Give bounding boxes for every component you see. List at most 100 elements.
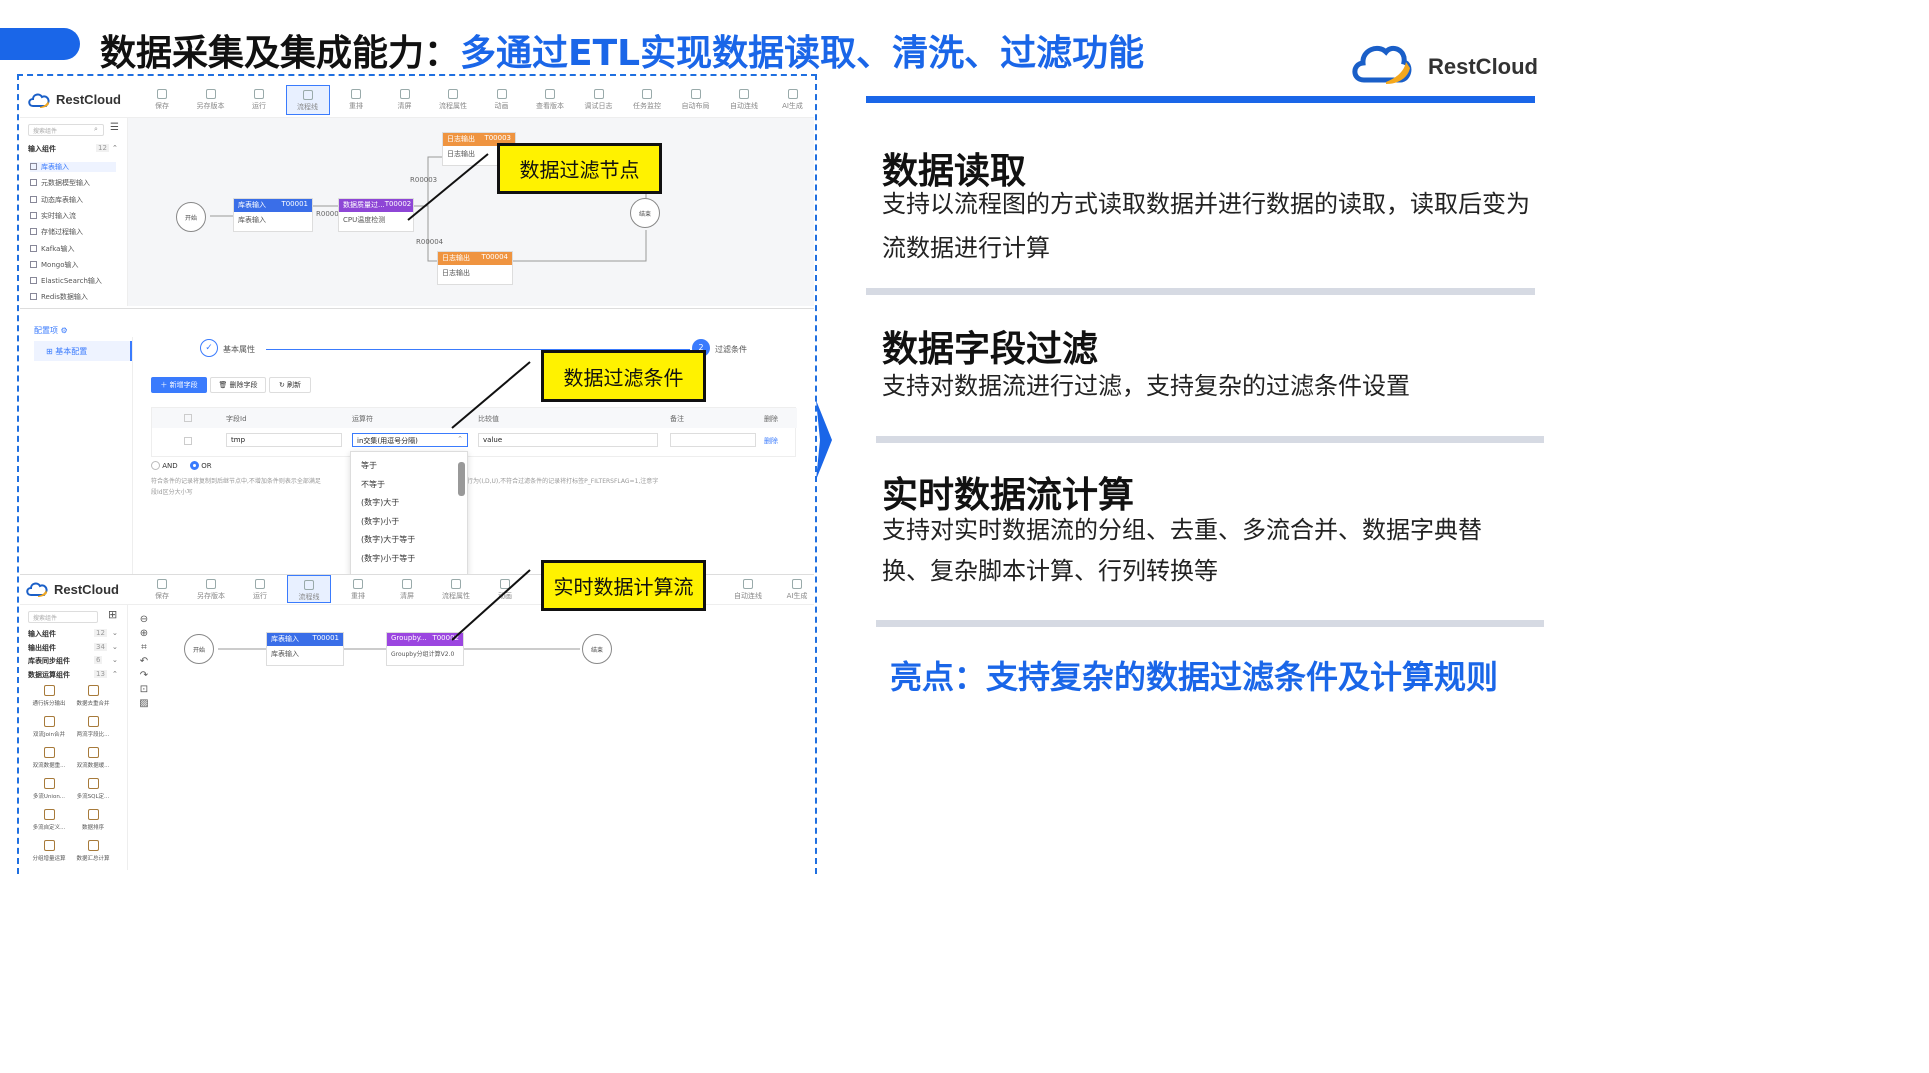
config-tab[interactable]: ⊞ 基本配置	[34, 341, 132, 361]
end-node[interactable]: 结束	[582, 634, 612, 664]
step-1[interactable]: ✓	[200, 339, 218, 357]
logic-and-radio[interactable]: AND	[151, 461, 178, 470]
dropdown-option[interactable]: (数字)大于	[361, 498, 400, 508]
grid-view-icon[interactable]: ⊞	[108, 608, 118, 621]
app1-window: RestCloud 保存另存版本运行流程线重排清屏流程属性动画查看版本调试日志任…	[20, 80, 814, 306]
operator-select[interactable]: in交集(用逗号分隔) ⌃	[352, 433, 468, 447]
toolbar-button[interactable]: 自动布局	[674, 85, 718, 115]
sidebar-item[interactable]: 元数据模型输入	[30, 178, 90, 188]
flow-node[interactable]: 数据质量过...T00002 CPU温度检测	[338, 198, 414, 232]
toolbar-button[interactable]: 保存	[140, 575, 184, 603]
toolbar-button[interactable]: 动画	[483, 575, 527, 603]
sidebar-item[interactable]: 实时输入流	[30, 211, 76, 221]
redo-icon[interactable]: ↷	[139, 670, 149, 681]
component-item[interactable]: 数据排序	[72, 809, 114, 831]
flow-node[interactable]: Groupby...T00002 Groupby分组计算V2.0	[386, 632, 464, 666]
component-item[interactable]: 双流Join合并	[28, 716, 70, 738]
dropdown-scrollbar[interactable]	[458, 462, 465, 496]
add-field-button[interactable]: ＋ 新增字段	[151, 377, 207, 393]
component-item[interactable]: 分组增量运算	[28, 840, 70, 862]
toolbar-button[interactable]: 流程线	[285, 85, 330, 115]
app2-search-input[interactable]: 搜索组件	[28, 611, 98, 623]
toolbar-button[interactable]: 自动连线	[722, 85, 766, 115]
focus-icon[interactable]: ⊡	[139, 684, 149, 695]
app1-search-input[interactable]: 搜索组件	[28, 124, 104, 136]
toolbar-button[interactable]: 清屏	[383, 85, 427, 115]
dropdown-option[interactable]: 不等于	[361, 479, 385, 489]
select-all-checkbox[interactable]	[184, 414, 192, 422]
toolbar-button[interactable]: 重排	[336, 575, 380, 603]
sidebar-item[interactable]: ElasticSearch输入	[30, 276, 102, 286]
dropdown-option[interactable]: (数字)小于等于	[361, 554, 416, 563]
toolbar-button[interactable]: 运行	[237, 85, 281, 115]
component-item[interactable]: 多流SQL定...	[72, 778, 114, 800]
toolbar-button[interactable]: 另存版本	[189, 85, 233, 115]
grid-icon[interactable]: ▨	[139, 698, 149, 709]
component-item[interactable]: 双流数据缓...	[72, 747, 114, 769]
toolbar-button[interactable]: 任务监控	[625, 85, 669, 115]
logic-or-radio[interactable]: OR	[190, 461, 212, 470]
dropdown-option[interactable]: (数字)大于等于	[361, 535, 416, 545]
row-checkbox[interactable]	[184, 437, 192, 445]
undo-icon[interactable]: ↶	[139, 656, 149, 667]
component-item[interactable]: 多流自定义...	[28, 809, 70, 831]
compare-value-input[interactable]: value	[478, 433, 658, 447]
start-node[interactable]: 开始	[184, 634, 214, 664]
toolbar-button[interactable]: AI生成	[771, 85, 815, 115]
sidebar-item[interactable]: Redis数据输入	[30, 292, 88, 302]
toolbar-button[interactable]: 保存	[140, 85, 184, 115]
toolbar-button[interactable]: 流程属性	[434, 575, 478, 603]
toolbar-button[interactable]: 流程线	[287, 575, 331, 603]
component-item[interactable]: 通行拆分输出	[28, 685, 70, 707]
toolbar-button[interactable]: 运行	[238, 575, 282, 603]
sidebar-item[interactable]: 动态库表输入	[30, 195, 83, 205]
toolbar-button[interactable]: 另存版本	[189, 575, 233, 603]
sidebar-item-label: ElasticSearch输入	[41, 277, 102, 286]
list-icon[interactable]: ☰	[110, 122, 119, 133]
delete-row-link[interactable]: 删除	[764, 437, 778, 445]
remark-input[interactable]	[670, 433, 756, 447]
sidebar-item[interactable]: 库表输入	[30, 162, 116, 172]
app1-logo-icon	[28, 93, 50, 108]
fit-icon[interactable]: ⌗	[141, 642, 147, 653]
toolbar-button[interactable]: 查看版本	[528, 85, 572, 115]
component-item[interactable]: 两流字段比...	[72, 716, 114, 738]
toolbar-button[interactable]: 自动连线	[726, 575, 770, 603]
component-item[interactable]: 数据汇总计算	[72, 840, 114, 862]
toolbar-button[interactable]: 清屏	[385, 575, 429, 603]
edge-label: R00003	[410, 176, 438, 184]
field-id-input[interactable]: tmp	[226, 433, 342, 447]
delete-field-button[interactable]: 🗑 删除字段	[210, 377, 266, 393]
dropdown-option[interactable]: 等于	[361, 461, 377, 470]
sidebar-item[interactable]: Kafka输入	[30, 244, 74, 254]
search-icon[interactable]: ⌕	[94, 125, 98, 133]
component-icon	[87, 809, 99, 820]
dropdown-option[interactable]: (数字)小于	[361, 516, 400, 526]
end-node[interactable]: 结束	[630, 198, 660, 228]
component-item[interactable]: 多流Union...	[28, 778, 70, 800]
sidebar-item-label: 实时输入流	[41, 211, 76, 220]
toolbar-button[interactable]: 调试日志	[577, 85, 621, 115]
toolbar-button[interactable]: 重排	[334, 85, 378, 115]
component-item[interactable]: 双流数据重...	[28, 747, 70, 769]
sidebar-item[interactable]: 存储过程输入	[30, 227, 83, 237]
refresh-button[interactable]: ↻ 刷新	[269, 377, 311, 393]
component-icon	[87, 685, 99, 696]
start-node[interactable]: 开始	[176, 202, 206, 232]
toolbar-button[interactable]: 流程属性	[431, 85, 475, 115]
component-item[interactable]: 数据去重合并	[72, 685, 114, 707]
zoom-out-icon[interactable]: ⊖	[139, 614, 149, 625]
sidebar-group-input[interactable]: 输入组件 12 ⌃	[28, 144, 120, 154]
add-field-label: 新增字段	[169, 381, 198, 389]
toolbar-button[interactable]: 动画	[480, 85, 524, 115]
toolbar-button[interactable]: AI生成	[775, 575, 814, 603]
sidebar-item[interactable]: Mongo输入	[30, 260, 79, 270]
zoom-in-icon[interactable]: ⊕	[139, 628, 149, 639]
